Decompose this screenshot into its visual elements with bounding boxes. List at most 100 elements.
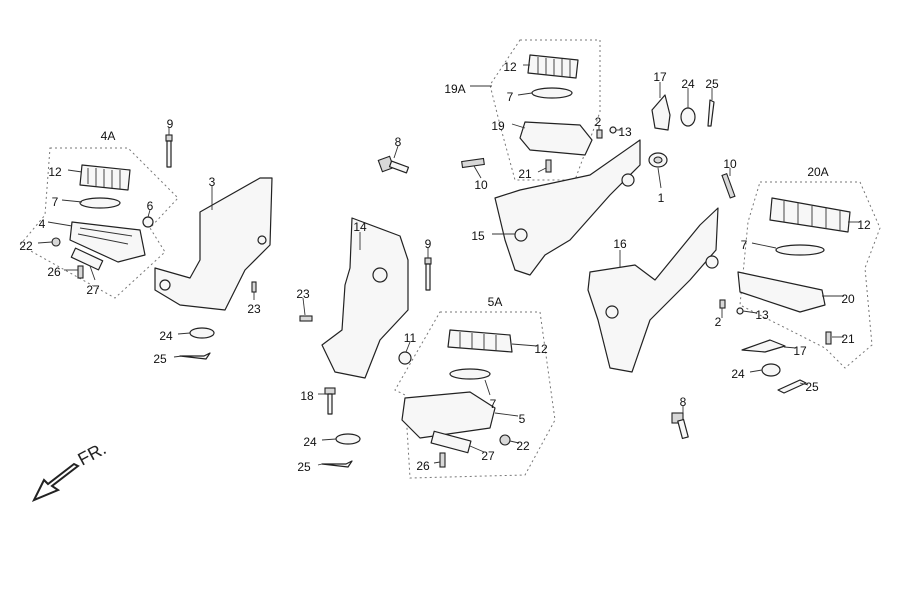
bracket-15-boss-b	[621, 173, 635, 187]
spring-6-left	[142, 216, 154, 228]
bracket-14	[321, 217, 409, 379]
callout-c23b: 23	[296, 287, 310, 301]
spring-11	[398, 351, 412, 365]
bracket-3	[154, 177, 273, 311]
leader-c27b	[469, 445, 485, 453]
nut-22-center	[499, 434, 511, 446]
washer-24-center	[335, 433, 361, 445]
callout-c5A: 5A	[488, 295, 503, 309]
leader-c11	[405, 341, 411, 353]
washer-24-left	[189, 327, 215, 339]
callout-c24a: 24	[159, 329, 173, 343]
callout-c27a: 27	[86, 283, 100, 297]
bolt-10-top	[461, 157, 485, 169]
callout-c2a: 2	[595, 115, 602, 129]
callout-c12a: 12	[48, 165, 62, 179]
callout-c8b: 8	[680, 395, 687, 409]
group-box-20A	[739, 181, 881, 369]
leader-c4	[47, 221, 73, 227]
front-direction-arrow-icon	[31, 462, 80, 502]
bracket-14-boss	[372, 267, 388, 283]
callout-c6: 6	[147, 199, 154, 213]
pin-25-top	[707, 99, 715, 127]
callout-c5: 5	[519, 412, 526, 426]
callout-c7a: 7	[52, 195, 59, 209]
bolt-23-center	[299, 315, 313, 322]
plate-17-top	[651, 94, 671, 131]
callout-c26b: 26	[416, 459, 430, 473]
callout-c24b: 24	[303, 435, 317, 449]
footpeg-4-left	[69, 221, 146, 263]
bracket-3-hole-b	[159, 279, 171, 291]
callout-c25a: 25	[153, 352, 167, 366]
bracket-16	[587, 207, 719, 373]
callout-c22a: 22	[19, 239, 33, 253]
callout-c16: 16	[613, 237, 627, 251]
pin-2-top	[596, 129, 603, 139]
bolt-26-left	[77, 265, 84, 279]
callout-c3: 3	[209, 175, 216, 189]
bolt-9-center	[424, 257, 432, 291]
washer-24-right	[761, 363, 781, 377]
leader-c12a	[67, 169, 83, 173]
leader-c5	[494, 412, 519, 417]
bolt-26-center	[439, 452, 446, 468]
callout-c21a: 21	[518, 167, 532, 181]
leader-c17b	[783, 346, 797, 349]
bracket-3-hole-a	[257, 235, 267, 245]
bolt-21-top	[545, 159, 552, 173]
group-box-4A	[19, 147, 179, 299]
leader-c7b	[484, 379, 491, 396]
callout-c19A: 19A	[444, 82, 465, 96]
leader-c7a	[61, 199, 83, 203]
footrest-rubber-12-center	[447, 329, 513, 353]
callout-c2b: 2	[715, 315, 722, 329]
callout-c12b: 12	[534, 342, 548, 356]
callout-c8a: 8	[395, 135, 402, 149]
callout-c9b: 9	[425, 237, 432, 251]
footpeg-20	[737, 271, 826, 313]
footrest-rubber-12-top	[527, 54, 579, 79]
plate-17-right	[741, 339, 786, 353]
leader-c7d	[751, 242, 777, 249]
callout-c9a: 9	[167, 117, 174, 131]
callout-c7c: 7	[507, 90, 514, 104]
leader-c19	[511, 123, 526, 129]
leader-c24a	[177, 332, 191, 335]
leader-c22a	[37, 241, 53, 244]
callout-c25d: 25	[805, 380, 819, 394]
bracket-16-boss	[605, 305, 619, 319]
callout-c24d: 24	[731, 367, 745, 381]
callout-c4A: 4A	[101, 129, 116, 143]
bolt-10-right	[721, 172, 736, 199]
clip-13-right	[736, 307, 744, 315]
callout-c12d: 12	[857, 218, 871, 232]
leader-c23b	[302, 297, 306, 316]
callout-c17a: 17	[653, 70, 667, 84]
leader-c22b	[509, 440, 520, 444]
leader-c21a	[537, 167, 547, 173]
callout-c19: 19	[491, 119, 505, 133]
callout-c25b: 25	[297, 460, 311, 474]
callout-c13b: 13	[755, 308, 769, 322]
callout-c13a: 13	[618, 125, 632, 139]
pin-25-left	[179, 352, 211, 360]
leader-c6	[147, 209, 151, 218]
callout-c7b: 7	[490, 397, 497, 411]
washer-plate-7-center	[449, 368, 491, 380]
leader-c26b	[433, 461, 441, 464]
callout-c10b: 10	[723, 157, 737, 171]
callout-c14: 14	[353, 220, 367, 234]
leader-c25d	[799, 382, 809, 386]
callout-c27b: 27	[481, 449, 495, 463]
guard-27-center	[430, 430, 472, 454]
callout-c24c: 24	[681, 77, 695, 91]
leader-lines	[37, 64, 860, 466]
bolt-18	[324, 387, 336, 415]
bracket-15-boss	[514, 228, 528, 242]
washer-24-top	[680, 107, 696, 127]
bracket-16-boss-b	[705, 255, 719, 269]
callout-c15: 15	[471, 229, 485, 243]
